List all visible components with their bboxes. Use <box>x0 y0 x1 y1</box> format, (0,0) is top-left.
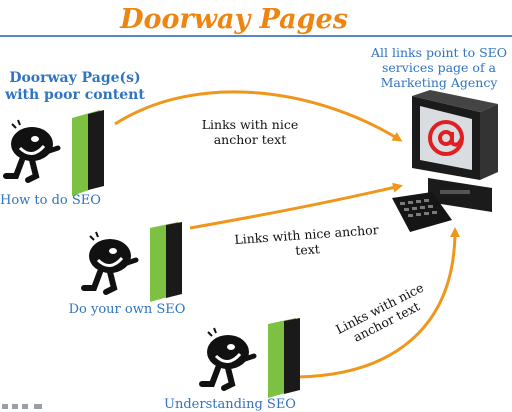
page-label-understanding-seo: Understanding SEO <box>164 397 296 412</box>
doorway-pages-heading: Doorway Page(s) with poor content <box>5 70 145 103</box>
link-label-1: Links with nice anchor text <box>201 117 299 147</box>
figure-door-icon-2 <box>84 222 182 302</box>
diagram-title: Doorway Pages <box>120 4 348 35</box>
bottom-left-toolbar-marks <box>2 404 42 409</box>
figure-door-icon-3 <box>202 318 300 398</box>
link-arrow-3 <box>297 227 460 379</box>
figure-door-icon-1 <box>6 110 104 196</box>
page-label-do-your-own-seo: Do your own SEO <box>68 302 186 317</box>
target-page-heading: All links point to SEO services page of … <box>370 45 508 90</box>
computer-at-sign-icon <box>392 90 498 232</box>
page-label-how-to-do-seo: How to do SEO <box>0 193 101 208</box>
title-divider <box>0 35 512 37</box>
link-arrow-2 <box>189 182 403 230</box>
link-arrow-1 <box>114 90 403 142</box>
